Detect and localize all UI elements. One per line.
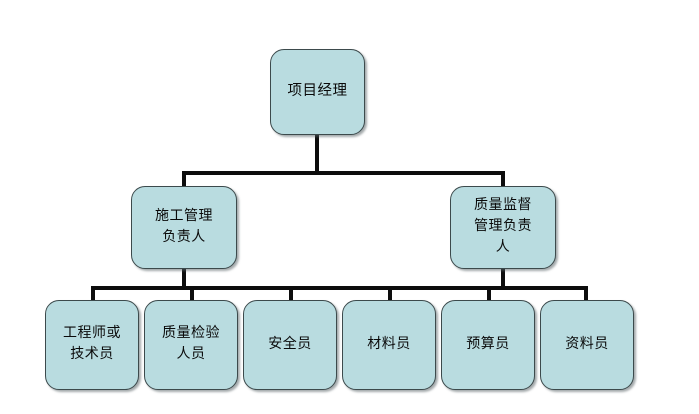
node-safety-officer[interactable]: 安全员: [243, 300, 337, 390]
node-documentation-officer[interactable]: 资料员: [540, 300, 634, 390]
node-project-manager[interactable]: 项目经理: [270, 49, 365, 135]
connector-drop-construction-management-head: [182, 171, 186, 188]
connector-drop-quality-inspector: [190, 286, 194, 302]
connector-l2-stem-right: [501, 268, 505, 289]
node-quality-supervision-head[interactable]: 质量监督 管理负责 人: [450, 186, 556, 269]
connector-l2-bus: [182, 171, 505, 175]
node-label-project-manager: 项目经理: [287, 83, 348, 100]
node-construction-management-head[interactable]: 施工管理 负责人: [131, 186, 237, 269]
node-label-materials-officer: 材料员: [367, 336, 411, 352]
node-label-quality-supervision-head: 质量监督 管理负责 人: [474, 198, 532, 255]
node-label-documentation-officer: 资料员: [565, 336, 609, 352]
node-label-safety-officer: 安全员: [268, 336, 312, 352]
node-budget-officer[interactable]: 预算员: [441, 300, 535, 390]
connector-l3-bus: [91, 286, 588, 290]
node-quality-inspector[interactable]: 质量检验 人员: [144, 300, 238, 390]
connector-drop-materials-officer: [388, 286, 392, 302]
node-label-construction-management-head: 施工管理 负责人: [155, 208, 213, 245]
node-engineer-or-technician[interactable]: 工程师或 技术员: [45, 300, 139, 390]
node-materials-officer[interactable]: 材料员: [342, 300, 436, 390]
connector-drop-quality-supervision-head: [501, 171, 505, 188]
connector-drop-budget-officer: [487, 286, 491, 302]
connector-drop-engineer-or-technician: [91, 286, 95, 302]
connector-drop-documentation-officer: [584, 286, 588, 302]
connector-l2-stem-left: [182, 268, 186, 289]
node-label-engineer-or-technician: 工程师或 技术员: [63, 326, 121, 362]
node-label-quality-inspector: 质量检验 人员: [162, 326, 220, 362]
node-label-budget-officer: 预算员: [466, 336, 510, 352]
connector-l1-stem: [315, 135, 319, 174]
connector-drop-safety-officer: [289, 286, 293, 302]
